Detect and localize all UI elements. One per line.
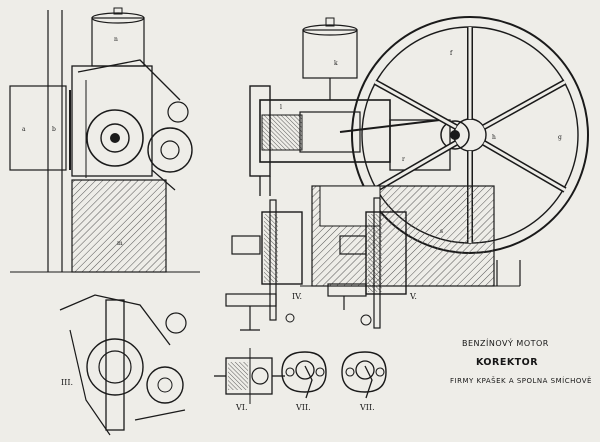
fig-vi-detail xyxy=(214,348,285,404)
figure-number: III. xyxy=(61,378,74,387)
fig-vii-a-plate xyxy=(281,351,327,399)
side-view xyxy=(9,7,200,273)
fig-v-detail xyxy=(327,197,407,329)
part-label: s xyxy=(440,228,444,235)
part-label: n xyxy=(114,36,118,43)
figure-number: VII. xyxy=(296,403,311,412)
part-label: l xyxy=(280,104,282,111)
part-label: r xyxy=(402,156,405,163)
part-label: m xyxy=(117,240,123,247)
part-label: f xyxy=(450,50,453,57)
fig-iii-governor xyxy=(59,294,187,436)
part-label: b xyxy=(52,126,56,133)
part-label: g xyxy=(558,134,562,141)
part-label: a xyxy=(22,126,26,133)
figure-number: IV. xyxy=(292,292,303,301)
caption-model: KOREKTOR xyxy=(476,357,539,368)
caption-maker: FIRMY KPAŠEK A SPOLNA SMÍCHOVĚ xyxy=(450,377,592,385)
caption-title: BENZÍNOVÝ MOTOR xyxy=(462,339,549,348)
part-label: h xyxy=(492,134,496,141)
figure-number: VI. xyxy=(236,403,248,412)
figure-number: VII. xyxy=(360,403,375,412)
front-view xyxy=(249,16,589,287)
fig-vii-b-plate xyxy=(341,351,387,399)
part-label: k xyxy=(334,60,338,67)
figure-number: V. xyxy=(410,292,417,301)
fig-iv-detail xyxy=(225,199,303,331)
